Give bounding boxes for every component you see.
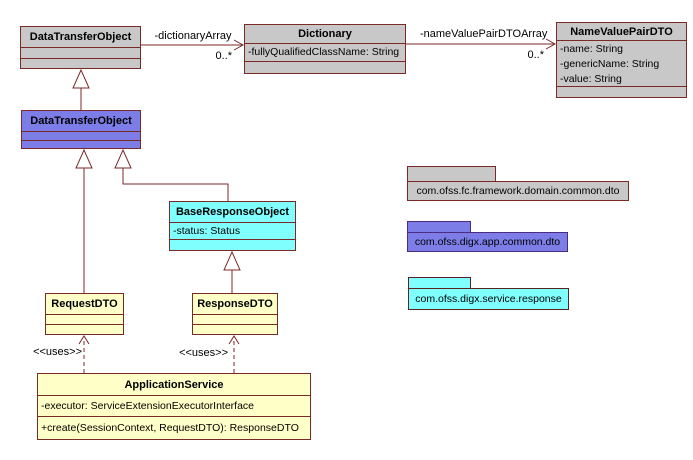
generalization-triangle bbox=[114, 148, 132, 169]
multiplicity-nvp-array: 0..* bbox=[527, 49, 544, 61]
attribute: -status: Status bbox=[173, 225, 241, 237]
class-title: RequestDTO bbox=[46, 294, 123, 314]
multiplicity-dictionary-array: 0..* bbox=[215, 50, 232, 62]
generalization-triangle bbox=[223, 250, 241, 271]
package-digx-service-response[interactable]: com.ofss.digx.service.response bbox=[408, 277, 569, 310]
package-tab bbox=[407, 221, 471, 233]
class-title: DataTransferObject bbox=[21, 27, 140, 47]
class-title: DataTransferObject bbox=[22, 111, 140, 131]
class-dictionary[interactable]: Dictionary -fullyQualifiedClassName: Str… bbox=[244, 24, 406, 74]
package-tab bbox=[407, 166, 496, 182]
package-digx-app-common-dto[interactable]: com.ofss.digx.app.common.dto bbox=[407, 221, 568, 252]
attributes-compartment bbox=[46, 314, 123, 324]
operations-compartment bbox=[557, 86, 686, 97]
attributes-compartment: -fullyQualifiedClassName: String bbox=[245, 43, 405, 61]
package-name: com.ofss.digx.service.response bbox=[408, 288, 569, 310]
association-label-nvp-array: -nameValuePairDTOArray bbox=[420, 28, 548, 40]
class-data-transfer-object-app[interactable]: DataTransferObject bbox=[21, 110, 141, 149]
dependency-arrowhead bbox=[228, 335, 240, 345]
class-title: NameValuePairDTO bbox=[557, 23, 686, 40]
dependency-arrowhead bbox=[78, 335, 90, 345]
attribute: -value: String bbox=[560, 73, 622, 85]
attributes-compartment: -executor: ServiceExtensionExecutorInter… bbox=[38, 395, 310, 416]
package-name: com.ofss.digx.app.common.dto bbox=[407, 232, 568, 252]
generalization-triangle bbox=[75, 148, 93, 169]
class-title: ResponseDTO bbox=[193, 294, 277, 314]
class-request-dto[interactable]: RequestDTO bbox=[45, 293, 124, 335]
association-nvp-array-arrowhead bbox=[545, 38, 557, 50]
uses-stereotype-response: <<uses>> bbox=[179, 347, 228, 359]
class-title: Dictionary bbox=[245, 25, 405, 43]
attributes-compartment bbox=[21, 47, 140, 58]
class-response-dto[interactable]: ResponseDTO bbox=[192, 293, 278, 335]
operations-compartment bbox=[21, 58, 140, 68]
operations-compartment bbox=[193, 324, 277, 334]
attributes-compartment: -status: Status bbox=[170, 222, 295, 239]
class-data-transfer-object-domain[interactable]: DataTransferObject bbox=[20, 26, 141, 69]
attribute: -executor: ServiceExtensionExecutorInter… bbox=[41, 400, 255, 412]
attribute: -name: String bbox=[560, 43, 624, 55]
class-name-value-pair-dto[interactable]: NameValuePairDTO -name: String -genericN… bbox=[556, 22, 687, 98]
attribute: -fullyQualifiedClassName: String bbox=[248, 46, 400, 58]
operations-compartment bbox=[22, 140, 140, 148]
class-title: BaseResponseObject bbox=[170, 202, 295, 222]
class-title: ApplicationService bbox=[38, 374, 310, 395]
attribute: -genericName: String bbox=[560, 58, 660, 70]
operations-compartment bbox=[245, 61, 405, 73]
operations-compartment: +create(SessionContext, RequestDTO): Res… bbox=[38, 416, 310, 439]
attributes-compartment bbox=[22, 131, 140, 140]
attributes-compartment bbox=[193, 314, 277, 324]
operation: +create(SessionContext, RequestDTO): Res… bbox=[41, 422, 299, 434]
class-application-service[interactable]: ApplicationService -executor: ServiceExt… bbox=[37, 373, 311, 440]
uses-stereotype-request: <<uses>> bbox=[33, 346, 82, 358]
package-framework-domain-common-dto[interactable]: com.ofss.fc.framework.domain.common.dto bbox=[407, 166, 629, 201]
operations-compartment bbox=[46, 324, 123, 334]
package-name: com.ofss.fc.framework.domain.common.dto bbox=[407, 181, 629, 201]
attributes-compartment: -name: String -genericName: String -valu… bbox=[557, 40, 686, 86]
association-label-dictionary-array: -dictionaryArray bbox=[154, 30, 232, 42]
class-base-response-object[interactable]: BaseResponseObject -status: Status bbox=[169, 201, 296, 251]
package-tab bbox=[408, 277, 471, 289]
operations-compartment bbox=[170, 239, 295, 250]
generalization-triangle bbox=[72, 68, 90, 89]
